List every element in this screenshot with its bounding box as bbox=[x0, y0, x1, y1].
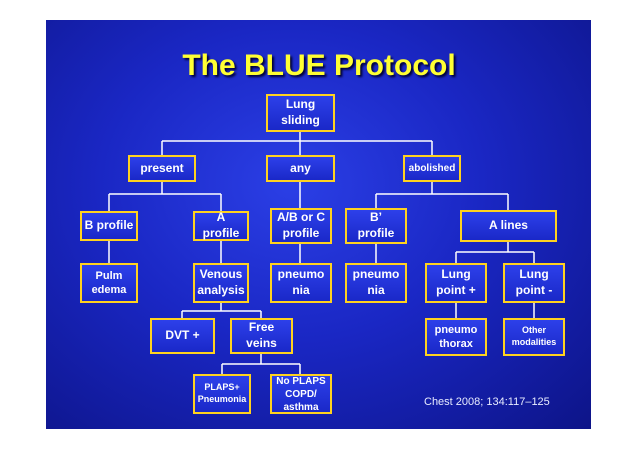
node-other-modalities: Other modalities bbox=[503, 318, 565, 356]
slide-title: The BLUE Protocol bbox=[182, 49, 456, 82]
node-free-veins: Free veins bbox=[230, 318, 293, 354]
node-ab-or-c-profile: A/B or C profile bbox=[270, 208, 332, 244]
node-pneumonia-2: pneumo nia bbox=[345, 263, 407, 303]
node-venous-analysis: Venous analysis bbox=[193, 263, 249, 303]
node-lung-point-minus: Lung point - bbox=[503, 263, 565, 303]
node-b-profile: B profile bbox=[80, 211, 138, 241]
node-a-lines: A lines bbox=[460, 210, 557, 242]
node-pneumonia-1: pneumo nia bbox=[270, 263, 332, 303]
node-lung-point-plus: Lung point + bbox=[425, 263, 487, 303]
citation-text: Chest 2008; 134:117–125 bbox=[424, 396, 550, 408]
node-dvt-plus: DVT + bbox=[150, 318, 215, 354]
node-present: present bbox=[128, 155, 196, 182]
node-any: any bbox=[266, 155, 335, 182]
node-abolished: abolished bbox=[403, 155, 461, 182]
node-pneumothorax: pneumo thorax bbox=[425, 318, 487, 356]
node-a-profile: A profile bbox=[193, 210, 249, 241]
node-b-prime-profile: B’ profile bbox=[345, 208, 407, 244]
node-no-plaps-copd-asthma: No PLAPS COPD/ asthma bbox=[270, 374, 332, 414]
node-lung-sliding: Lung sliding bbox=[266, 94, 335, 132]
node-plaps-pneumonia: PLAPS+ Pneumonia bbox=[193, 374, 251, 414]
node-pulm-edema: Pulm edema bbox=[80, 263, 138, 303]
